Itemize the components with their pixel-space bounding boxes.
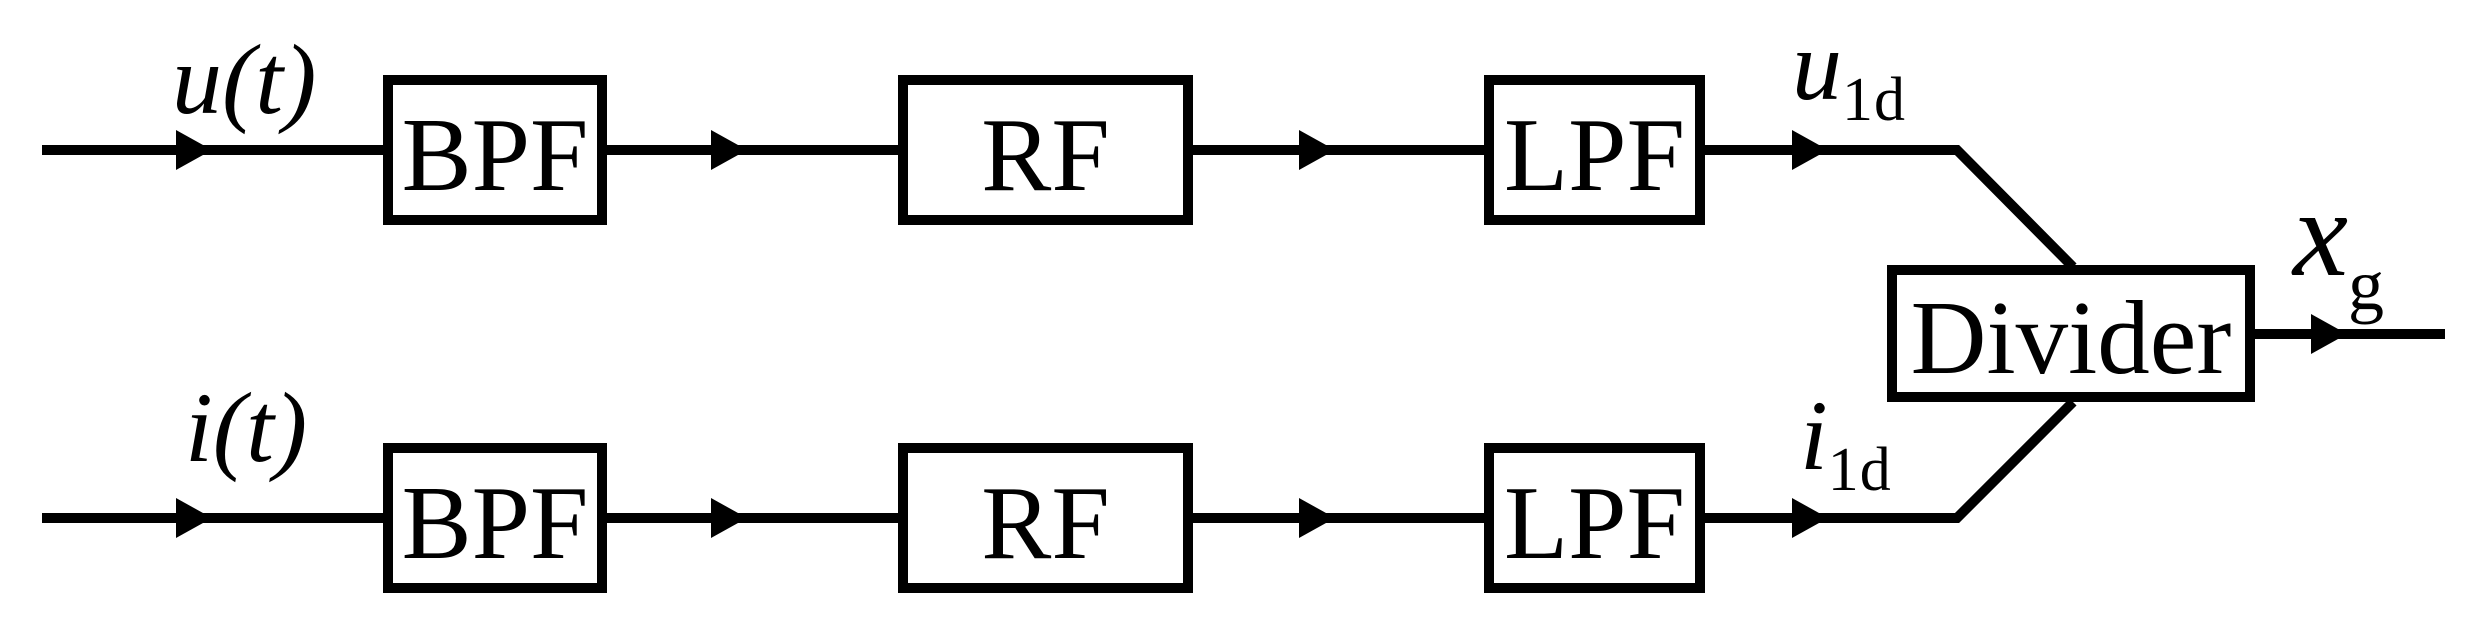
bottom-chain-line [42,398,2077,523]
block-rf-bottom: RF [898,443,1193,593]
arrow-head-icon [711,130,747,170]
block-rf-top-label: RF [981,95,1110,213]
label-input-top: u(t) [172,24,317,135]
label-xg-base: x [2293,165,2349,302]
label-i1d-base: i [1800,380,1828,491]
arrow-head-icon [1299,498,1335,538]
block-lpf-top-label: LPF [1504,95,1685,213]
label-u1d-subscript: 1d [1842,66,1906,134]
arrow-head-icon [1792,498,1828,538]
arrow-head-icon [711,498,747,538]
arrow-head-icon [2311,314,2347,354]
label-u1d-base: u [1792,10,1842,121]
label-u1d: u1d [1792,16,1906,134]
label-i1d-subscript: 1d [1827,436,1892,504]
block-lpf-top: LPF [1484,75,1705,225]
label-input-bottom: i(t) [185,372,308,483]
block-lpf-bottom-label: LPF [1504,463,1685,581]
label-i1d: i1d [1800,386,1892,504]
label-xg-subscript: g [2348,245,2385,325]
block-rf-bottom-label: RF [981,463,1110,581]
arrow-head-icon [1792,130,1828,170]
arrow-head-icon [176,498,212,538]
block-divider-label: Divider [1910,279,2232,396]
block-rf-top: RF [898,75,1193,225]
block-divider: Divider [1887,265,2255,402]
block-bpf-bottom: BPF [383,443,607,593]
label-xg: xg [2293,172,2384,322]
block-bpf-bottom-label: BPF [401,463,589,581]
arrow-head-icon [176,130,212,170]
block-bpf-top-label: BPF [401,95,589,213]
arrow-head-icon [1299,130,1335,170]
block-bpf-top: BPF [383,75,607,225]
block-lpf-bottom: LPF [1484,443,1705,593]
top-chain-line [42,145,2077,271]
